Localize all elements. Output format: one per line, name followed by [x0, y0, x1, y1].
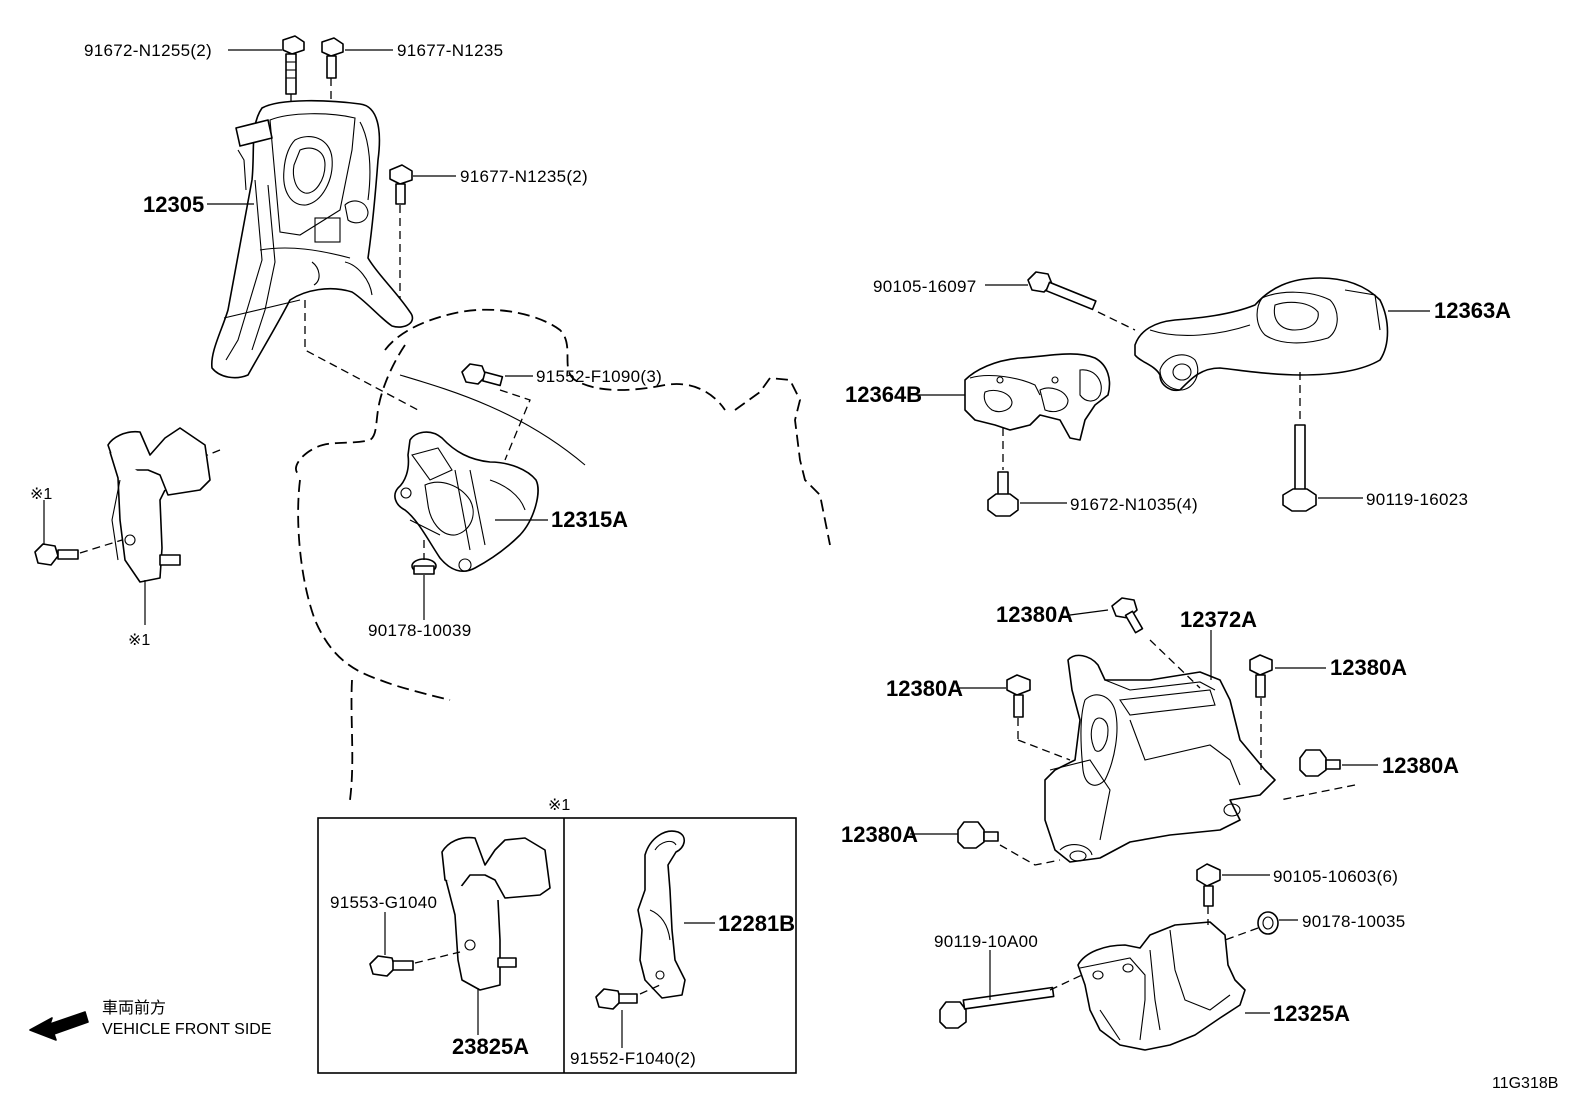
bolt-91677-n1235-2	[389, 164, 413, 300]
label-12364b: 12364B	[845, 382, 922, 407]
label-12315a: 12315A	[551, 507, 628, 532]
label-91677-n1235-2: 91677-N1235(2)	[460, 167, 588, 186]
engine-outline	[295, 308, 831, 801]
label-91553-g1040: 91553-G1040	[330, 893, 437, 912]
label-12363a: 12363A	[1434, 298, 1511, 323]
bolt-91552-f1040	[595, 984, 661, 1048]
engine-mount-12315a	[394, 431, 548, 572]
label-12325a: 12325A	[1273, 1001, 1350, 1026]
label-ref1-bolt: ※1	[30, 486, 52, 503]
engine-mount-12372a	[1044, 630, 1276, 863]
nut-90178-10039	[411, 540, 437, 620]
labels: 91672-N1255(2) 91677-N1235 91677-N1235(2…	[30, 41, 1558, 1092]
label-12281b: 12281B	[718, 911, 795, 936]
bolt-12380a-4	[1279, 749, 1378, 801]
label-91677-n1235: 91677-N1235	[397, 41, 503, 60]
bolt-91552-f1090	[461, 363, 533, 461]
left-bracket-ref1	[107, 427, 211, 625]
label-ref1-bracket: ※1	[128, 632, 150, 649]
label-direction-en: VEHICLE FRONT SIDE	[102, 1021, 272, 1038]
label-90105-10603: 90105-10603(6)	[1273, 867, 1398, 886]
bracket-12325a	[1077, 921, 1270, 1051]
bolt-12380a-1	[1111, 597, 1201, 689]
nut-90178-10035	[1224, 911, 1298, 941]
bracket-23825a	[441, 836, 551, 1035]
label-90105-16097: 90105-16097	[873, 277, 977, 296]
label-12380a-5: 12380A	[841, 822, 918, 847]
bolt-91672-n1035	[987, 471, 1067, 517]
label-12305: 12305	[143, 192, 204, 217]
bolt-12380a-5	[910, 821, 1061, 866]
bolt-ref1	[34, 500, 123, 566]
label-90178-10035: 90178-10035	[1302, 912, 1406, 931]
label-12380a-4: 12380A	[1382, 753, 1459, 778]
label-12380a-3: 12380A	[886, 676, 963, 701]
bracket-12281b	[637, 830, 715, 999]
torque-rod-12363a	[1134, 277, 1430, 420]
engine-mount-bracket-12305	[207, 99, 414, 379]
bolt-12380a-2	[1249, 654, 1326, 770]
label-23825a: 23825A	[452, 1034, 529, 1059]
vehicle-front-arrow-icon	[29, 1011, 89, 1041]
label-diagram-code: 11G318B	[1492, 1075, 1558, 1092]
label-91552-f1090: 91552-F1090(3)	[536, 367, 662, 386]
label-inset-ref1: ※1	[548, 797, 570, 814]
label-12380a-1: 12380A	[996, 602, 1073, 627]
label-90178-10039: 90178-10039	[368, 621, 472, 640]
label-90119-10a00: 90119-10A00	[934, 932, 1038, 951]
bolt-90119-10a00	[939, 950, 1083, 1029]
bracket-12364b	[918, 353, 1111, 470]
label-90119-16023: 90119-16023	[1366, 490, 1468, 509]
bolt-91553-g1040	[369, 912, 461, 977]
label-91672-n1255: 91672-N1255(2)	[84, 41, 212, 60]
label-12372a: 12372A	[1180, 607, 1257, 632]
label-direction-jp: 車両前方	[102, 999, 166, 1017]
bolt-12380a-3	[958, 674, 1071, 761]
bolt-90119-16023	[1282, 424, 1363, 512]
bolt-90105-10603	[1196, 863, 1270, 925]
label-91552-f1040: 91552-F1040(2)	[570, 1049, 696, 1068]
label-12380a-2: 12380A	[1330, 655, 1407, 680]
label-91672-n1035: 91672-N1035(4)	[1070, 495, 1198, 514]
inset-box	[317, 817, 797, 1074]
bolt-90105-16097	[985, 271, 1136, 331]
